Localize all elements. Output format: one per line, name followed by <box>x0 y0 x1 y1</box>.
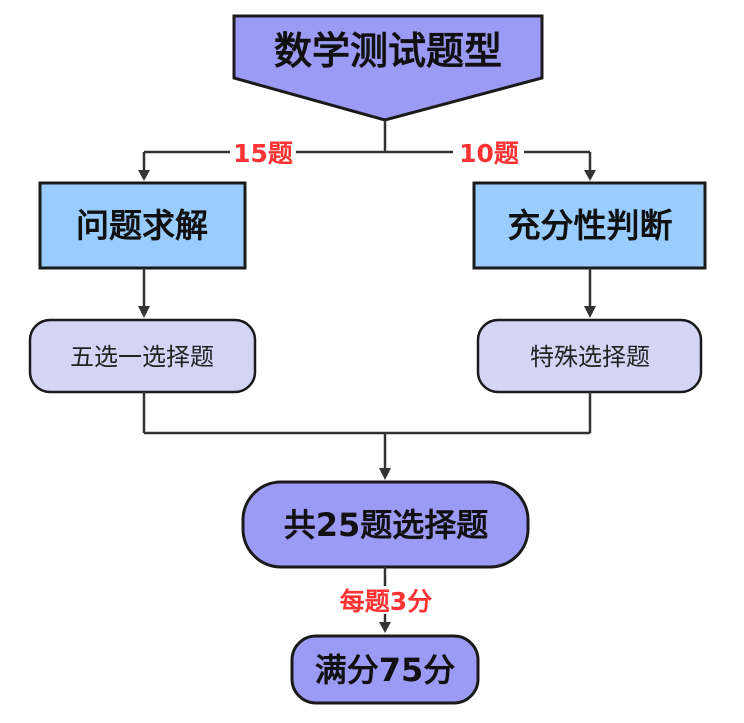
full-score-text: 满分75分 <box>315 651 456 689</box>
title-node: 数学测试题型 <box>232 14 544 122</box>
right-sub-node: 特殊选择题 <box>476 318 703 394</box>
right-edge-label: 10题 <box>459 139 519 168</box>
right-rect-node: 充分性判断 <box>472 181 707 270</box>
full-score-node: 满分75分 <box>290 634 480 705</box>
left-sub-text: 五选一选择题 <box>70 343 214 371</box>
total-node: 共25题选择题 <box>241 480 530 569</box>
left-rect-node: 问题求解 <box>38 181 247 270</box>
left-edge-label: 15题 <box>233 139 293 168</box>
title-branch-connector <box>138 120 596 181</box>
left-sub-node: 五选一选择题 <box>28 318 257 394</box>
merge-connector <box>142 392 592 480</box>
score-connector <box>379 567 391 633</box>
right-rect-text: 充分性判断 <box>508 206 673 245</box>
rect-to-sub-arrows <box>138 268 596 318</box>
score-label: 每题3分 <box>340 587 432 616</box>
left-rect-text: 问题求解 <box>76 206 208 245</box>
title-text: 数学测试题型 <box>274 29 502 73</box>
total-text: 共25题选择题 <box>284 506 489 544</box>
right-sub-text: 特殊选择题 <box>530 343 650 371</box>
